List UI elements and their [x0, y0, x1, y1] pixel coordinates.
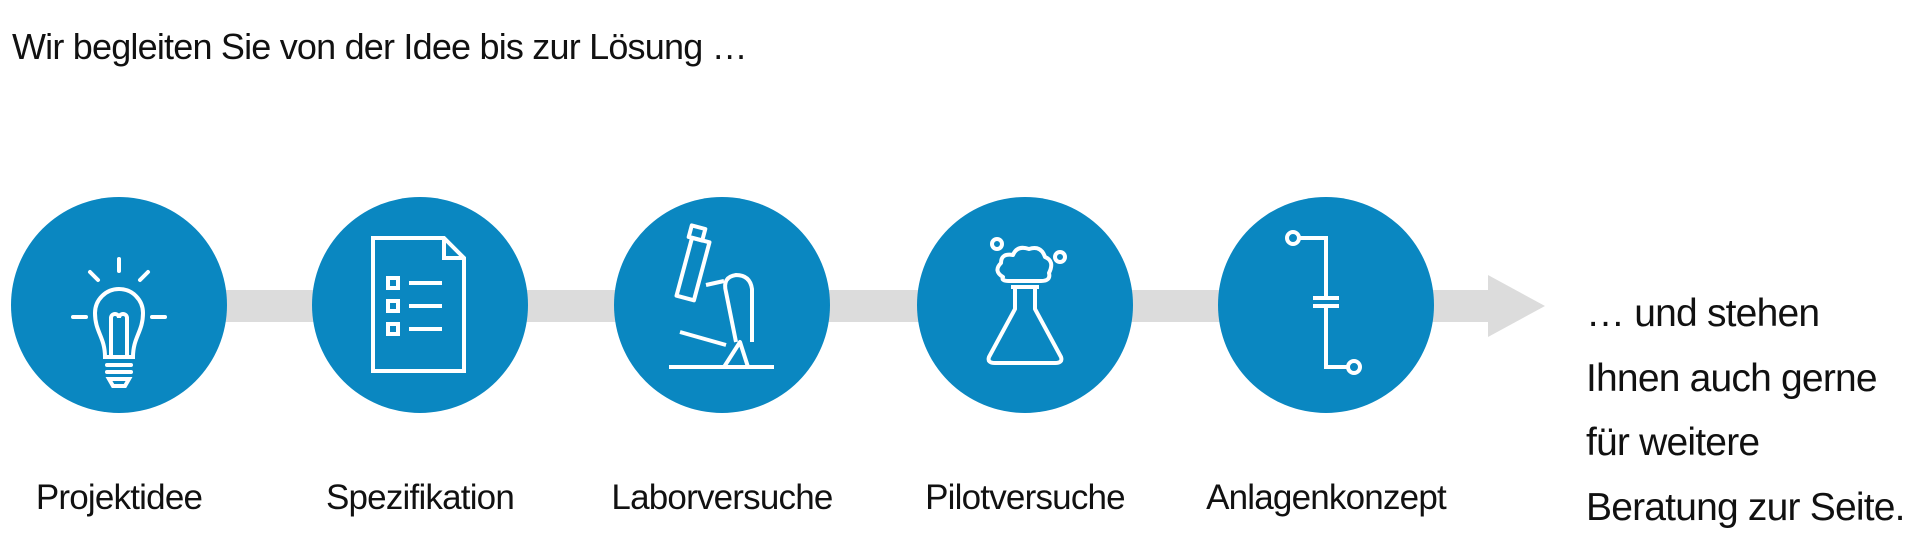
lightbulb-icon — [71, 257, 167, 388]
closing-line: Beratung zur Seite. — [1586, 485, 1905, 529]
microscope-icon — [669, 223, 774, 369]
step-label-laborversuche: Laborversuche — [611, 478, 833, 517]
checklist-document-icon — [371, 236, 466, 373]
step-projektidee — [11, 197, 227, 413]
step-label-anlagenkonzept: Anlagenkonzept — [1206, 478, 1447, 517]
step-pilotversuche — [917, 197, 1133, 413]
circuit-icon — [1285, 230, 1362, 375]
closing-line: für weitere — [1586, 421, 1760, 464]
process-arrow-head — [1488, 275, 1545, 337]
closing-line: … und stehen — [1586, 292, 1820, 335]
step-spezifikation — [312, 197, 528, 413]
step-laborversuche — [614, 197, 830, 413]
flask-icon — [986, 237, 1067, 365]
step-label-pilotversuche: Pilotversuche — [925, 478, 1126, 517]
closing-line: Ihnen auch gerne — [1586, 356, 1878, 400]
page-title: Wir begleiten Sie von der Idee bis zur L… — [12, 26, 748, 67]
step-anlagenkonzept — [1218, 197, 1434, 413]
step-label-spezifikation: Spezifikation — [325, 478, 515, 517]
step-label-projektidee: Projektidee — [35, 478, 203, 517]
closing-text: … und stehen Ihnen auch gerne für weiter… — [1586, 282, 1905, 540]
